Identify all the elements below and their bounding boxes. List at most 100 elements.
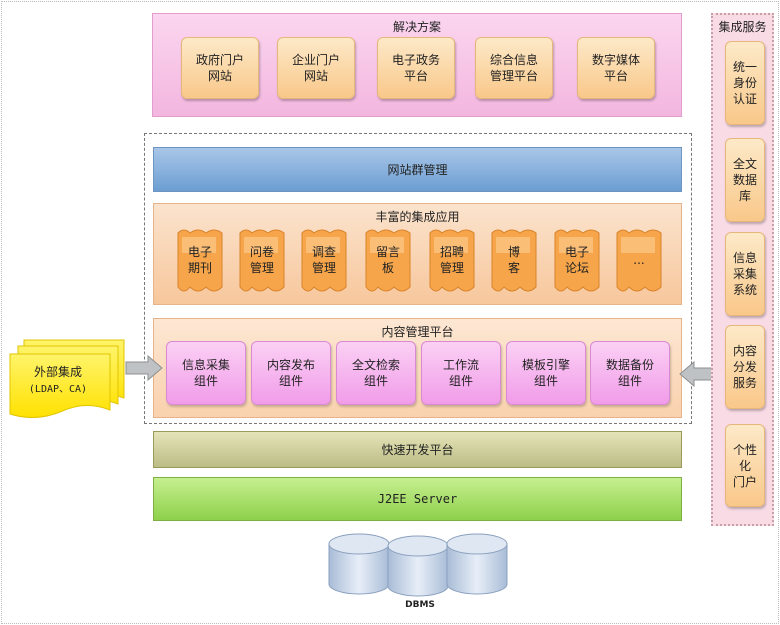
service-card-line: 数据 xyxy=(732,173,757,187)
external-subtitle: (LDAP、CA) xyxy=(28,384,88,395)
service-card-line: 个性 xyxy=(732,442,757,457)
component-card-line2: 组件 xyxy=(617,374,642,388)
app-scroll-line1: 电子 xyxy=(564,245,589,259)
component-card: 数据备份组件 xyxy=(590,341,670,405)
app-scroll-label: 博客 xyxy=(508,244,520,276)
app-scroll-line2: 管理 xyxy=(249,261,274,275)
scroll-shape-icon xyxy=(491,229,537,292)
j2ee-server: J2EE Server xyxy=(153,477,682,521)
scroll-shape-icon xyxy=(177,229,223,292)
component-card: 信息采集组件 xyxy=(166,341,246,405)
db-cylinder-left xyxy=(328,533,390,595)
app-scroll-line1: 招聘 xyxy=(439,245,464,259)
solution-card: 企业门户网站 xyxy=(277,37,355,99)
service-card: 全文数据库 xyxy=(725,138,765,222)
scroll-highlight xyxy=(496,237,530,253)
service-card: 内容分发服务 xyxy=(725,325,765,409)
component-card-line2: 组件 xyxy=(278,374,303,388)
solutions-title: 解决方案 xyxy=(392,20,441,34)
dbms-database-icon xyxy=(328,533,508,597)
solution-card-line2: 网站 xyxy=(303,69,328,83)
scroll-shape-icon xyxy=(616,229,662,292)
solution-card-line2: 平台 xyxy=(603,69,628,83)
service-card-line: 系统 xyxy=(732,283,757,297)
app-scroll-label: 招聘管理 xyxy=(440,244,464,276)
app-scroll-line2: 板 xyxy=(381,261,394,275)
component-card-line2: 组件 xyxy=(193,374,218,388)
scroll-highlight xyxy=(244,237,278,253)
service-card-line: 分发 xyxy=(732,360,757,374)
app-scroll-line1: 问卷 xyxy=(249,245,274,259)
app-scroll-line2: 管理 xyxy=(311,261,336,275)
app-scroll: 留言板 xyxy=(364,227,412,293)
service-card: 个性化门户 xyxy=(725,424,765,507)
component-card-line1: 内容发布 xyxy=(266,358,315,372)
component-card-line2: 组件 xyxy=(448,374,473,388)
service-card-line: 库 xyxy=(738,189,751,203)
scroll-shape-icon xyxy=(239,229,285,292)
app-scroll-line2: 管理 xyxy=(439,261,464,275)
solution-card-line1: 数字媒体 xyxy=(591,53,640,67)
app-scroll-line2: 论坛 xyxy=(564,261,589,275)
apps-title: 丰富的集成应用 xyxy=(375,210,460,224)
site-group-label: 网站群管理 xyxy=(387,163,448,177)
service-card: 统一身份认证 xyxy=(725,41,765,125)
doc-sheet-front xyxy=(9,353,111,418)
component-card: 模板引擎组件 xyxy=(506,341,586,405)
scroll-highlight xyxy=(306,237,340,253)
app-scroll: 电子论坛 xyxy=(553,227,601,293)
service-card: 信息采集系统 xyxy=(725,232,765,316)
db-cylinder-right xyxy=(446,533,508,595)
scroll-shape-icon xyxy=(554,229,600,292)
solution-card: 政府门户网站 xyxy=(181,37,259,99)
arrow-right-icon xyxy=(125,354,163,382)
service-card-line: 信息 xyxy=(732,251,757,265)
scroll-highlight xyxy=(621,237,655,253)
solution-card-line2: 网站 xyxy=(207,69,232,83)
scroll-shape-icon xyxy=(429,229,475,292)
site-group-management: 网站群管理 xyxy=(153,147,682,192)
app-scroll-label: ... xyxy=(633,252,644,268)
rapid-dev-platform: 快速开发平台 xyxy=(153,431,682,468)
solution-card: 电子政务平台 xyxy=(377,37,455,99)
app-scroll: 博客 xyxy=(490,227,538,293)
service-card-line: 身份 xyxy=(732,76,757,90)
integrated-apps-band: 丰富的集成应用 xyxy=(153,203,682,305)
app-scroll-line2: 期刊 xyxy=(187,261,212,275)
external-title: 外部集成 xyxy=(33,365,82,379)
solution-card: 数字媒体平台 xyxy=(577,37,655,99)
services-title: 集成服务 xyxy=(718,20,767,34)
component-card: 内容发布组件 xyxy=(251,341,331,405)
app-scroll-label: 电子期刊 xyxy=(188,244,212,276)
app-scroll-line1: 博 xyxy=(507,245,520,259)
app-scroll: 问卷管理 xyxy=(238,227,286,293)
component-card-line1: 模板引擎 xyxy=(521,358,570,372)
external-integration-text: 外部集成 (LDAP、CA) xyxy=(10,364,106,398)
solution-card: 综合信息管理平台 xyxy=(475,37,553,99)
component-card-line1: 工作流 xyxy=(442,358,479,372)
app-scroll-line1: 电子 xyxy=(187,245,212,259)
app-scroll: ... xyxy=(615,227,663,293)
solution-card-line2: 平台 xyxy=(403,69,428,83)
service-card-line: 统一 xyxy=(732,60,757,74)
component-card-line2: 组件 xyxy=(363,374,388,388)
component-card: 全文检索组件 xyxy=(336,341,416,405)
service-card-line: 认证 xyxy=(732,92,757,106)
component-card-line1: 数据备份 xyxy=(605,358,654,372)
scroll-highlight xyxy=(559,237,593,253)
app-scroll-label: 问卷管理 xyxy=(250,244,274,276)
scroll-highlight xyxy=(370,237,404,253)
j2ee-label: J2EE Server xyxy=(377,492,458,506)
service-card-line: 化 xyxy=(738,458,751,473)
app-scroll-line1: ... xyxy=(633,253,645,267)
scroll-highlight xyxy=(182,237,216,253)
solution-card-line1: 政府门户 xyxy=(195,53,244,67)
rapid-dev-label: 快速开发平台 xyxy=(381,443,454,457)
app-scroll-line1: 留言 xyxy=(375,245,400,259)
component-card-line1: 全文检索 xyxy=(351,358,400,372)
app-scroll-label: 电子论坛 xyxy=(565,244,589,276)
component-card-line2: 组件 xyxy=(533,374,558,388)
app-scroll-line1: 调查 xyxy=(311,245,336,259)
dbms-label: DBMS xyxy=(405,600,435,610)
